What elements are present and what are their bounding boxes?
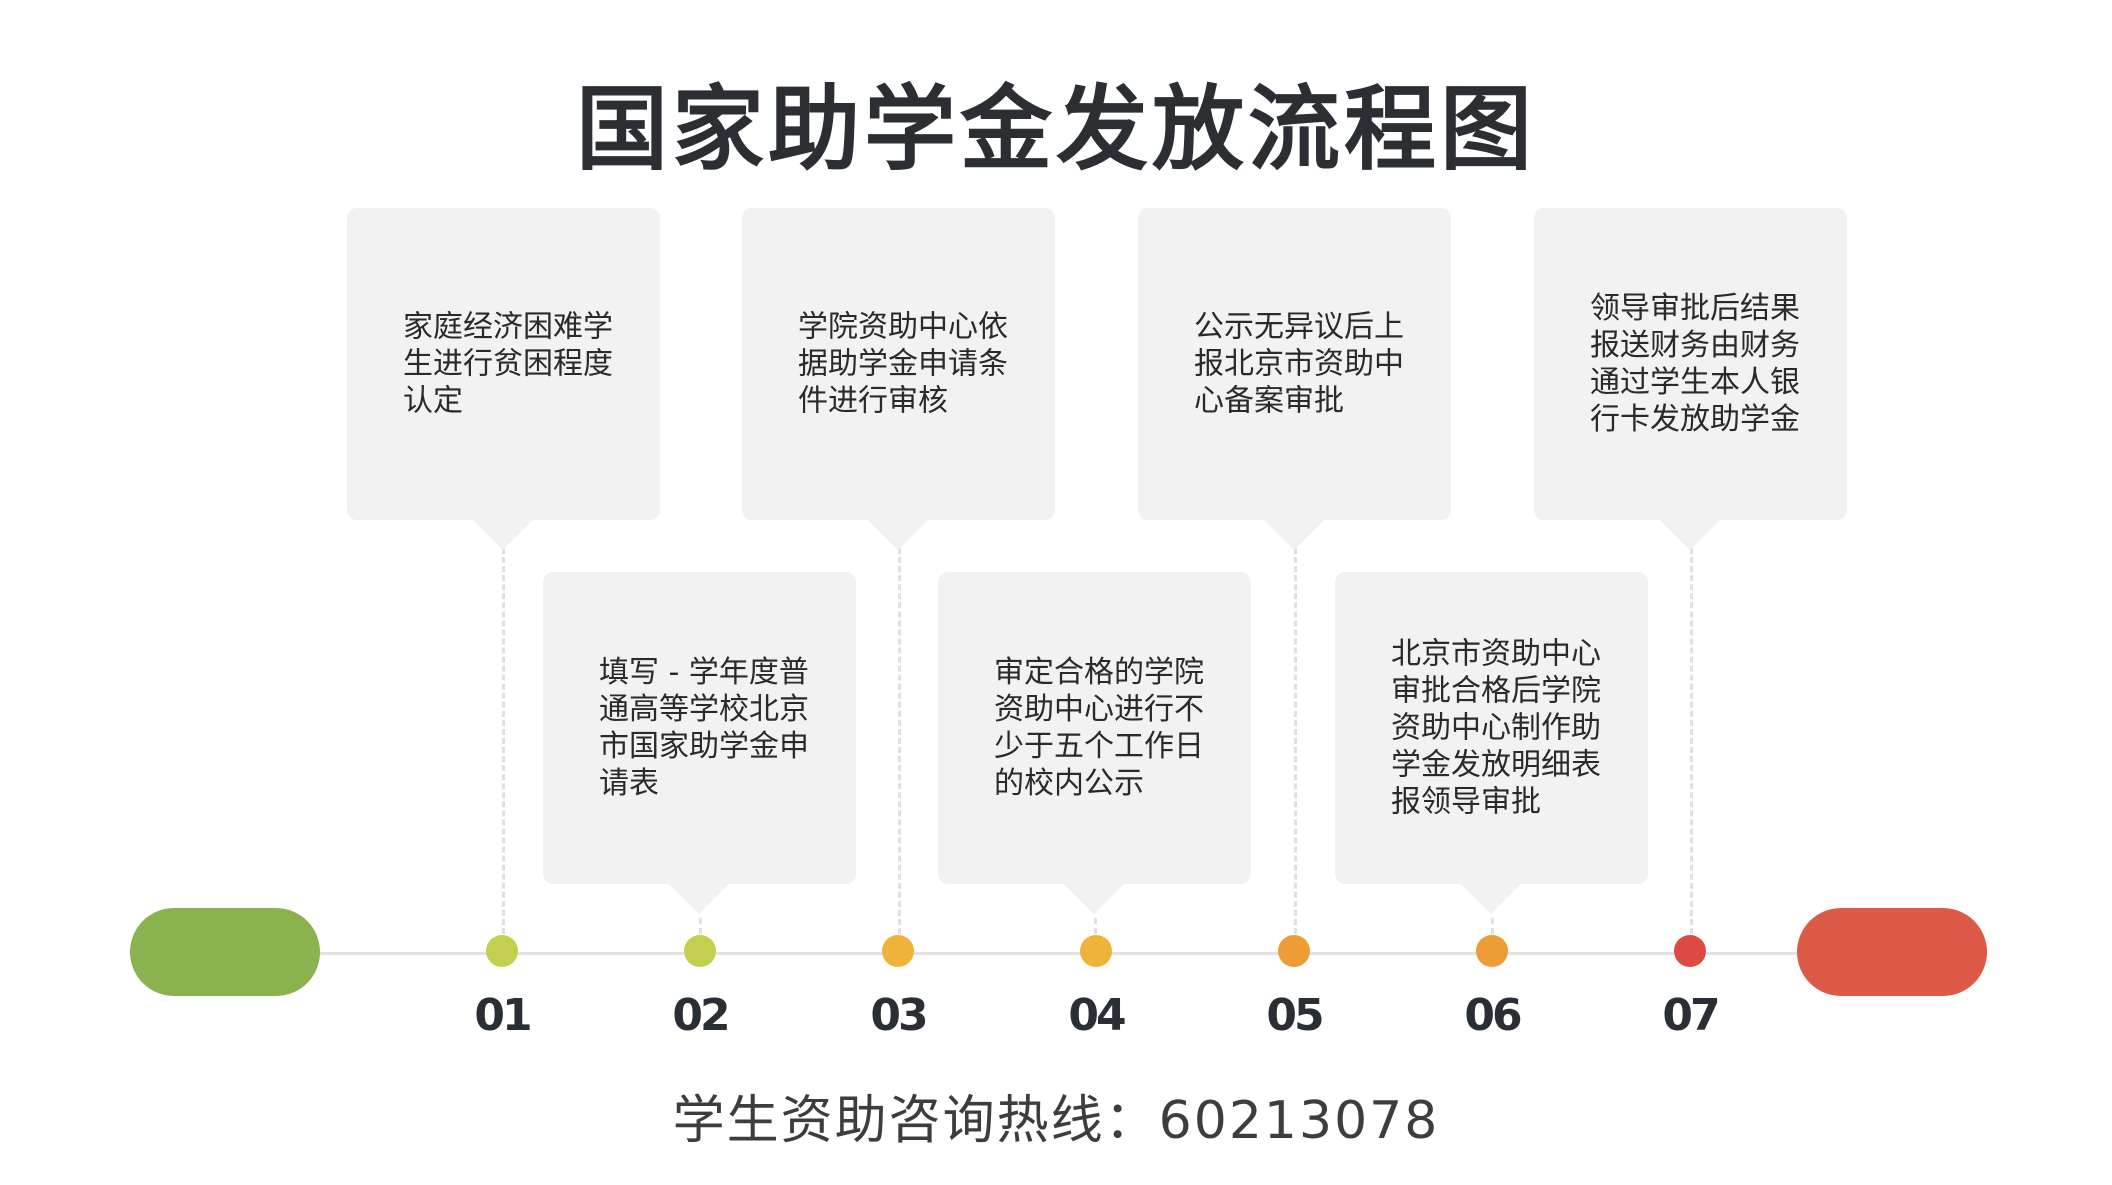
step-4-text: 审定合格的学院资助中心进行不少于五个工作日的校内公示 <box>994 655 1204 801</box>
step-7-text: 领导审批后结果报送财务由财务通过学生本人银行卡发放助学金 <box>1590 291 1800 437</box>
timeline-line <box>310 952 1810 955</box>
step-5-box: 公示无异议后上报北京市资助中心备案审批 <box>1138 208 1451 550</box>
step-1-box: 家庭经济困难学生进行贫困程度认定 <box>347 208 660 550</box>
step-6-number: 06 <box>1464 990 1522 1041</box>
connector-4 <box>1094 918 1097 934</box>
step-6-dot <box>1476 935 1508 967</box>
step-1-number: 01 <box>474 990 532 1041</box>
step-3-number: 03 <box>870 990 928 1041</box>
step-2-box: 填写 - 学年度普通高等学校北京市国家助学金申请表 <box>543 572 856 914</box>
step-3-box: 学院资助中心依据助学金申请条件进行审核 <box>742 208 1055 550</box>
connector-6 <box>1491 918 1494 934</box>
page-title: 国家助学金发放流程图 <box>575 76 1536 183</box>
start-pill <box>130 908 320 996</box>
step-7-pointer <box>1660 520 1720 550</box>
end-pill <box>1797 908 1987 996</box>
hotline-text: 学生资助咨询热线：60213078 <box>672 1091 1440 1151</box>
step-6-text: 北京市资助中心审批合格后学院资助中心制作助学金发放明细表报领导审批 <box>1391 636 1601 820</box>
step-5-number: 05 <box>1266 990 1324 1041</box>
step-1-text: 家庭经济困难学生进行贫困程度认定 <box>403 309 613 419</box>
step-5-dot <box>1278 935 1310 967</box>
connector-7 <box>1690 548 1693 934</box>
connector-3 <box>898 548 901 934</box>
connector-1 <box>502 548 505 934</box>
step-5-pointer <box>1264 520 1324 550</box>
connector-5 <box>1294 548 1297 934</box>
step-3-text: 学院资助中心依据助学金申请条件进行审核 <box>798 309 1008 419</box>
step-2-dot <box>684 935 716 967</box>
step-6-pointer <box>1461 884 1521 914</box>
step-4-dot <box>1080 935 1112 967</box>
step-3-dot <box>882 935 914 967</box>
step-3-pointer <box>868 520 928 550</box>
step-6-box: 北京市资助中心审批合格后学院资助中心制作助学金发放明细表报领导审批 <box>1335 572 1648 914</box>
step-2-pointer <box>669 884 729 914</box>
step-1-pointer <box>473 520 533 550</box>
step-2-number: 02 <box>672 990 730 1041</box>
step-4-box: 审定合格的学院资助中心进行不少于五个工作日的校内公示 <box>938 572 1251 914</box>
step-5-text: 公示无异议后上报北京市资助中心备案审批 <box>1194 309 1404 419</box>
step-7-box: 领导审批后结果报送财务由财务通过学生本人银行卡发放助学金 <box>1534 208 1847 550</box>
step-4-pointer <box>1064 884 1124 914</box>
step-2-text: 填写 - 学年度普通高等学校北京市国家助学金申请表 <box>599 655 809 801</box>
step-7-number: 07 <box>1662 990 1720 1041</box>
connector-2 <box>699 918 702 934</box>
step-7-dot <box>1674 935 1706 967</box>
step-1-dot <box>486 935 518 967</box>
step-4-number: 04 <box>1068 990 1126 1041</box>
